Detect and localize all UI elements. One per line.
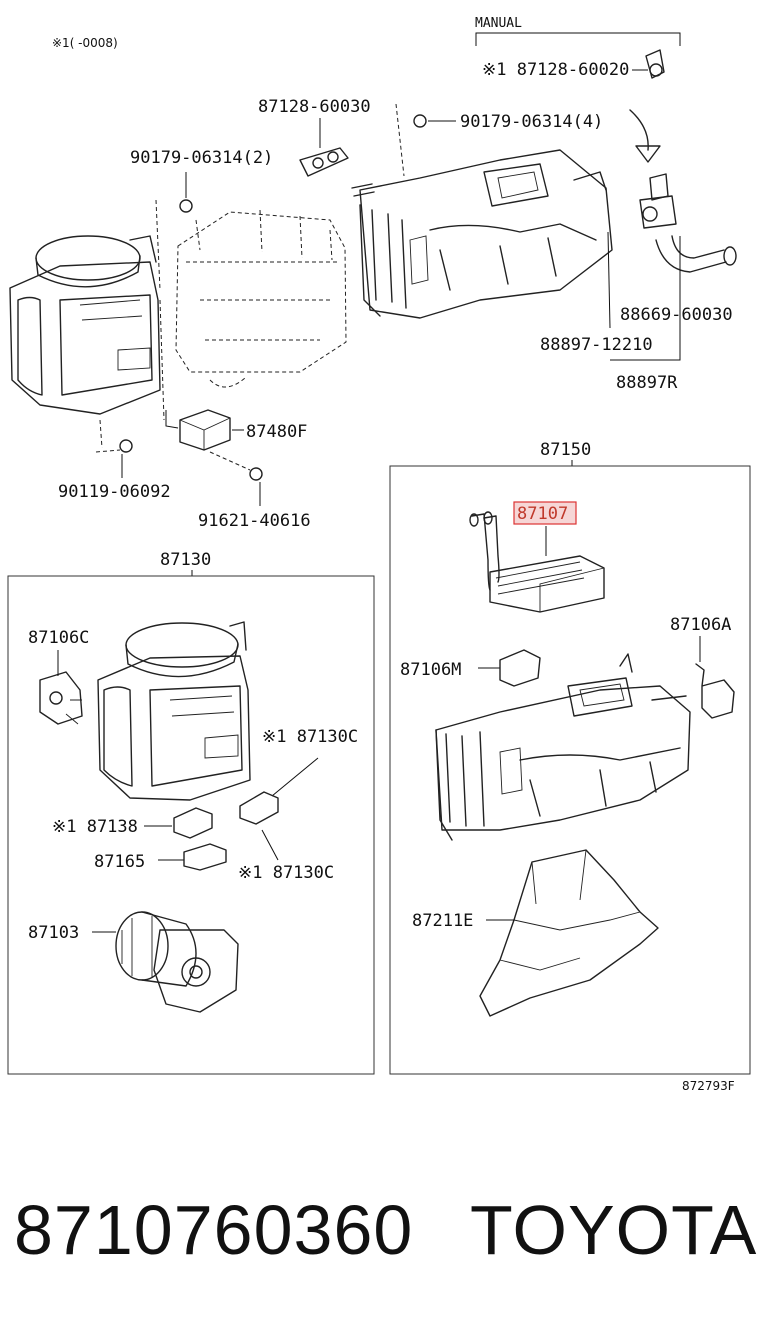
- grommet-drawing: [299, 147, 349, 177]
- brand-name: TOYOTA: [470, 1191, 758, 1269]
- label-88897-12210: 88897-12210: [540, 335, 653, 355]
- part-87138-drawing: [173, 807, 213, 839]
- blower-unit-drawing: [9, 235, 161, 415]
- ac-case-drawing: [351, 149, 613, 319]
- applicability-note: ※1( -0008): [52, 36, 118, 50]
- leader-87130C-a: [271, 757, 319, 797]
- label-87106A: 87106A: [670, 615, 731, 635]
- label-87211E: 87211E: [412, 911, 473, 931]
- heater-valve-hose-drawing: [639, 173, 737, 273]
- right-box-frame: [389, 465, 751, 1075]
- label-90179-06314-2: 90179-06314(2): [130, 148, 273, 168]
- label-88897R: 88897R: [616, 373, 678, 393]
- label-90179-06314-4: 90179-06314(4): [460, 112, 603, 132]
- label-90119-06092: 90119-06092: [58, 482, 171, 502]
- highlight-87107: [513, 501, 577, 525]
- blower-case-drawing: [97, 621, 251, 801]
- label-91621-40616: 91621-40616: [198, 511, 311, 531]
- part-87165-drawing: [183, 843, 227, 871]
- motor-87106A-drawing: [695, 663, 735, 719]
- heater-core-drawing: [469, 511, 605, 613]
- label-88669-60030: 88669-60030: [620, 305, 733, 325]
- blower-motor-drawing: [115, 911, 239, 1013]
- left-box-title: 87130: [160, 550, 211, 570]
- label-87138: ※1 87138: [52, 817, 138, 837]
- label-87480F: 87480F: [246, 422, 307, 442]
- duct-87211E-drawing: [479, 849, 659, 1017]
- manual-bracket: [475, 32, 681, 46]
- label-87106C: 87106C: [28, 628, 89, 648]
- part-number: 8710760360: [14, 1191, 414, 1269]
- heater-case-drawing: [435, 653, 691, 841]
- label-87103: 87103: [28, 923, 79, 943]
- leader-87130C-b: [261, 829, 279, 861]
- housing-dashed-drawing: [99, 199, 347, 449]
- bracket-88897R: [610, 236, 681, 361]
- label-87165: 87165: [94, 852, 145, 872]
- label-87106M: 87106M: [400, 660, 461, 680]
- screw-91621-drawing: [249, 467, 263, 481]
- drawing-code: 872793F: [682, 1079, 735, 1093]
- leader-88897-12210: [607, 231, 611, 329]
- left-box-frame: [7, 575, 375, 1075]
- clip-2-drawing: [179, 199, 193, 213]
- label-87130C-a: ※1 87130C: [262, 727, 358, 747]
- filter-clip-drawing: [239, 791, 279, 825]
- right-box-title: 87150: [540, 440, 591, 460]
- footer: 8710760360 TOYOTA: [0, 1190, 760, 1280]
- motor-87106C-drawing: [39, 671, 83, 725]
- motor-87106M-drawing: [499, 649, 541, 687]
- label-87128-60030: 87128-60030: [258, 97, 371, 117]
- screw-90119-drawing: [119, 439, 133, 453]
- blower-resistor-drawing: [179, 409, 231, 451]
- label-87107[interactable]: 87107: [517, 504, 568, 524]
- label-87130C-b: ※1 87130C: [238, 863, 334, 883]
- manual-label: MANUAL: [475, 16, 522, 31]
- label-87128-60020: ※1 87128-60020: [482, 60, 629, 80]
- install-arrow: [629, 109, 649, 151]
- water-valve-drawing: [645, 49, 665, 79]
- clip-4-drawing: [395, 103, 427, 177]
